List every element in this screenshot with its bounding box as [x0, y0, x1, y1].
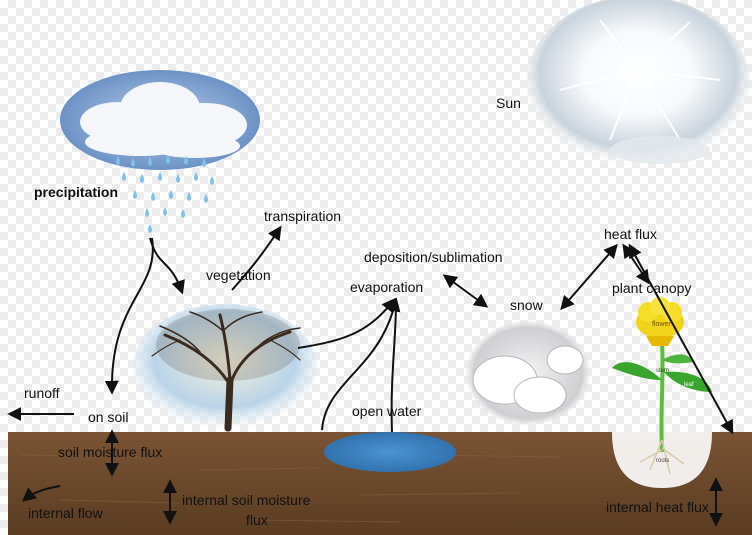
cloud-icon — [80, 82, 247, 158]
soil-texture — [19, 454, 561, 523]
arrow-internal-flow — [21, 485, 61, 502]
label-internal-soil-moisture-flux-2: flux — [246, 512, 268, 528]
label-transpiration: transpiration — [264, 208, 342, 224]
arrow-water-evaporation — [321, 297, 401, 431]
arrow-deposition-sublimation — [442, 274, 489, 308]
label-internal-heat-flux: internal heat flux — [606, 499, 709, 515]
label-internal-flow: internal flow — [28, 505, 103, 521]
sun-cloud — [610, 136, 710, 164]
label-snow: snow — [510, 297, 543, 313]
label-evaporation: evaporation — [350, 279, 424, 295]
plant-label-stem: stem — [656, 368, 669, 374]
plant-label-roots: roots — [656, 458, 669, 464]
arrow-precip-to-vegetation — [149, 237, 185, 295]
label-sun: Sun — [496, 95, 521, 111]
plant-label-flower: flower — [652, 321, 671, 328]
label-plant-canopy: plant canopy — [612, 280, 692, 296]
arrow-heat-flux-ground — [628, 243, 734, 435]
label-deposition-sublimation: deposition/sublimation — [364, 249, 503, 265]
open-water-pool — [324, 432, 456, 472]
sun-icon — [526, 0, 750, 168]
label-runoff: runoff — [24, 385, 60, 401]
label-on-soil: on soil — [88, 409, 129, 425]
label-soil-moisture-flux: soil moisture flux — [58, 444, 163, 460]
arrow-tree-evaporation — [297, 297, 396, 349]
label-vegetation: vegetation — [206, 267, 271, 283]
label-open-water: open water — [352, 403, 422, 419]
label-internal-soil-moisture-flux-1: internal soil moisture — [182, 492, 311, 508]
flow-arrows — [7, 225, 734, 527]
arrow-water-evaporation-2 — [390, 301, 397, 433]
plant-root-zone — [612, 432, 712, 488]
sun-rays — [559, 19, 721, 141]
arrow-transpiration — [231, 225, 282, 291]
rain-drops-icon — [116, 155, 214, 233]
tree-icon — [151, 311, 301, 432]
snow-bushes-icon — [472, 345, 584, 414]
label-precipitation: precipitation — [34, 184, 119, 200]
arrow-heat-flux-canopy — [622, 243, 650, 285]
arrow-heat-flux-snow — [560, 243, 618, 311]
tree-canopy-twigs — [156, 309, 300, 381]
arrow-precip-to-soil — [104, 237, 154, 395]
label-heat-flux: heat flux — [604, 226, 657, 242]
plant-label-leaf: leaf — [684, 382, 694, 388]
